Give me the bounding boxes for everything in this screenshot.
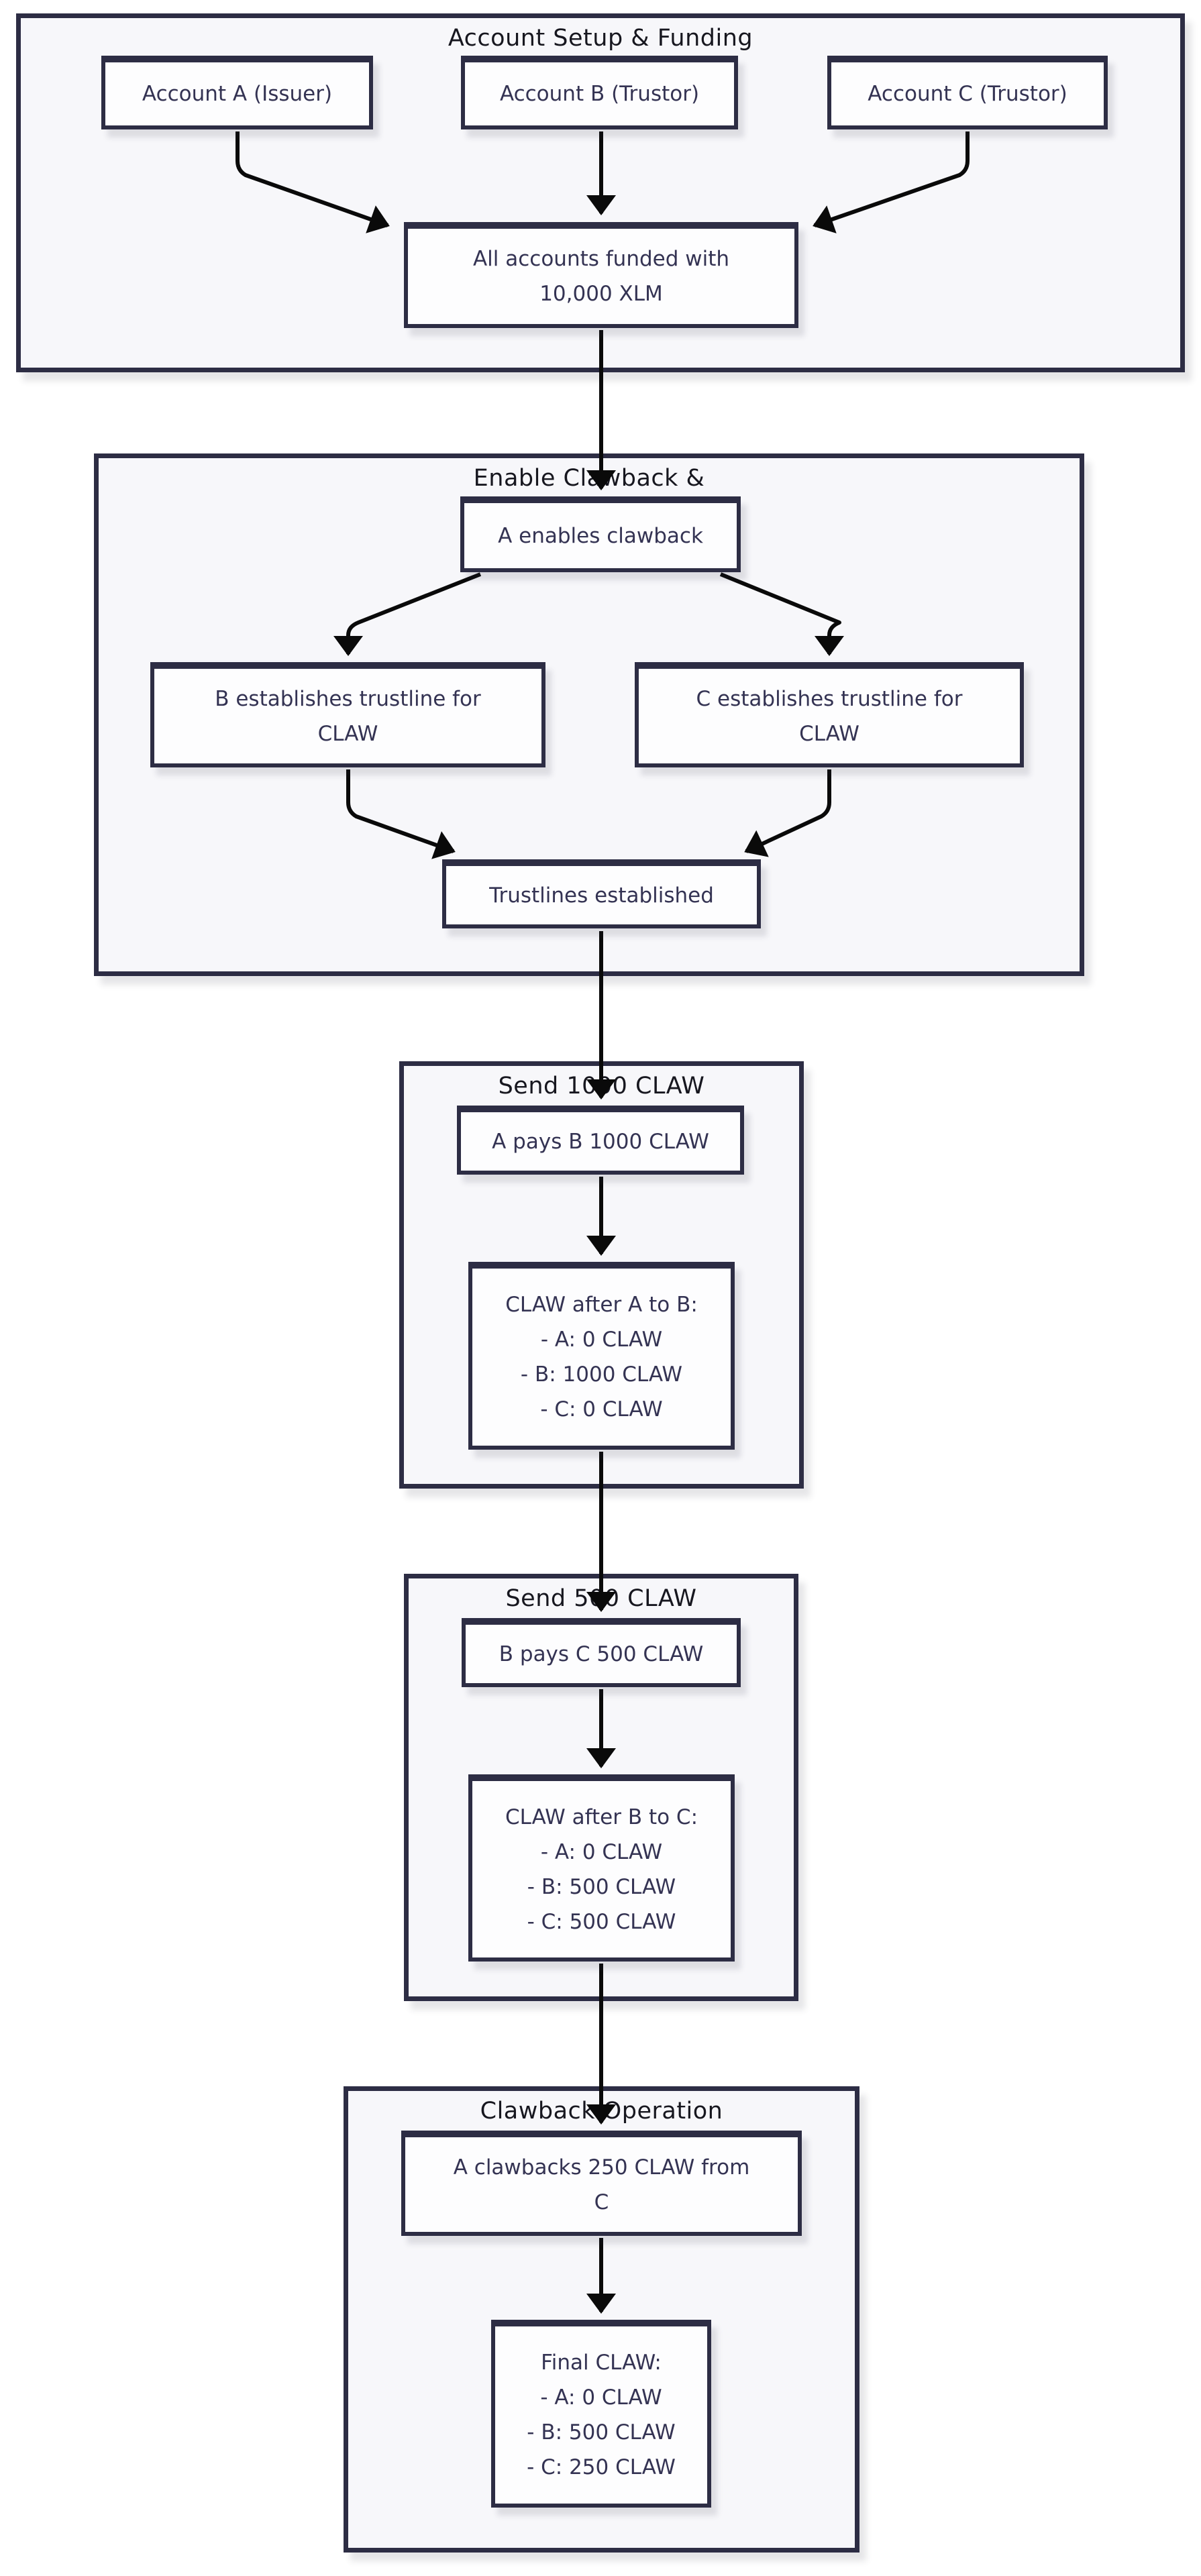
- group-title-clawback-operation: Clawback Operation: [480, 2098, 723, 2125]
- node-claw-after-b-to-c: CLAW after B to C: - A: 0 CLAW - B: 500 …: [468, 1774, 735, 1962]
- node-a-clawbacks-250-claw-line-1: A clawbacks 250 CLAW from: [453, 2155, 750, 2180]
- node-a-enables-clawback: A enables clawback: [460, 496, 741, 572]
- node-c-establishes-trustline-line-2: CLAW: [799, 721, 859, 746]
- node-claw-after-a-to-b: CLAW after A to B: - A: 0 CLAW - B: 1000…: [468, 1262, 735, 1450]
- node-claw-after-a-to-b-line-3: - B: 1000 CLAW: [520, 1362, 683, 1387]
- node-accounts-funded-line-2: 10,000 XLM: [539, 282, 663, 306]
- node-claw-after-b-to-c-line-4: - C: 500 CLAW: [527, 1909, 676, 1934]
- group-title-send-1000-claw: Send 1000 CLAW: [498, 1073, 705, 1099]
- node-claw-after-b-to-c-line-3: - B: 500 CLAW: [527, 1874, 676, 1899]
- node-claw-after-a-to-b-line-2: - A: 0 CLAW: [540, 1328, 663, 1352]
- node-a-pays-b-1000-claw-text: A pays B 1000 CLAW: [492, 1129, 709, 1154]
- node-claw-after-b-to-c-line-1: CLAW after B to C:: [505, 1805, 698, 1829]
- node-final-claw-balances: Final CLAW: - A: 0 CLAW - B: 500 CLAW - …: [491, 2320, 711, 2508]
- node-claw-after-b-to-c-line-2: - A: 0 CLAW: [540, 1839, 663, 1864]
- group-title-enable-clawback: Enable Clawback &: [473, 465, 705, 492]
- node-claw-after-a-to-b-line-1: CLAW after A to B:: [505, 1293, 698, 1317]
- node-account-c-trustor: Account C (Trustor): [827, 56, 1108, 129]
- node-b-pays-c-500-claw-text: B pays C 500 CLAW: [499, 1642, 704, 1666]
- node-account-a-issuer-text: Account A (Issuer): [142, 82, 333, 106]
- node-accounts-funded: All accounts funded with 10,000 XLM: [404, 222, 798, 328]
- node-account-b-trustor: Account B (Trustor): [461, 56, 738, 129]
- node-a-clawbacks-250-claw: A clawbacks 250 CLAW from C: [401, 2131, 802, 2236]
- node-final-claw-balances-line-1: Final CLAW:: [541, 2351, 662, 2375]
- node-accounts-funded-line-1: All accounts funded with: [472, 247, 730, 271]
- node-b-establishes-trustline-line-1: B establishes trustline for: [215, 686, 481, 711]
- node-a-enables-clawback-text: A enables clawback: [498, 523, 703, 548]
- node-trustlines-established-text: Trustlines established: [489, 883, 714, 908]
- node-account-c-trustor-text: Account C (Trustor): [868, 82, 1067, 106]
- node-final-claw-balances-line-2: - A: 0 CLAW: [540, 2385, 662, 2410]
- node-a-pays-b-1000-claw: A pays B 1000 CLAW: [457, 1106, 744, 1175]
- node-trustlines-established: Trustlines established: [442, 859, 761, 928]
- group-title-send-500-claw: Send 500 CLAW: [505, 1585, 697, 1612]
- node-account-a-issuer: Account A (Issuer): [101, 56, 373, 129]
- node-a-clawbacks-250-claw-line-2: C: [594, 2190, 609, 2214]
- node-claw-after-a-to-b-line-4: - C: 0 CLAW: [540, 1397, 663, 1421]
- node-b-establishes-trustline: B establishes trustline for CLAW: [150, 662, 545, 767]
- node-c-establishes-trustline: C establishes trustline for CLAW: [635, 662, 1024, 767]
- node-final-claw-balances-line-4: - C: 250 CLAW: [527, 2455, 676, 2479]
- group-title-account-setup-funding: Account Setup & Funding: [448, 25, 753, 52]
- node-final-claw-balances-line-3: - B: 500 CLAW: [527, 2420, 676, 2445]
- node-b-establishes-trustline-line-2: CLAW: [317, 721, 378, 746]
- node-c-establishes-trustline-line-1: C establishes trustline for: [696, 686, 963, 711]
- node-account-b-trustor-text: Account B (Trustor): [499, 82, 700, 106]
- node-b-pays-c-500-claw: B pays C 500 CLAW: [462, 1618, 741, 1687]
